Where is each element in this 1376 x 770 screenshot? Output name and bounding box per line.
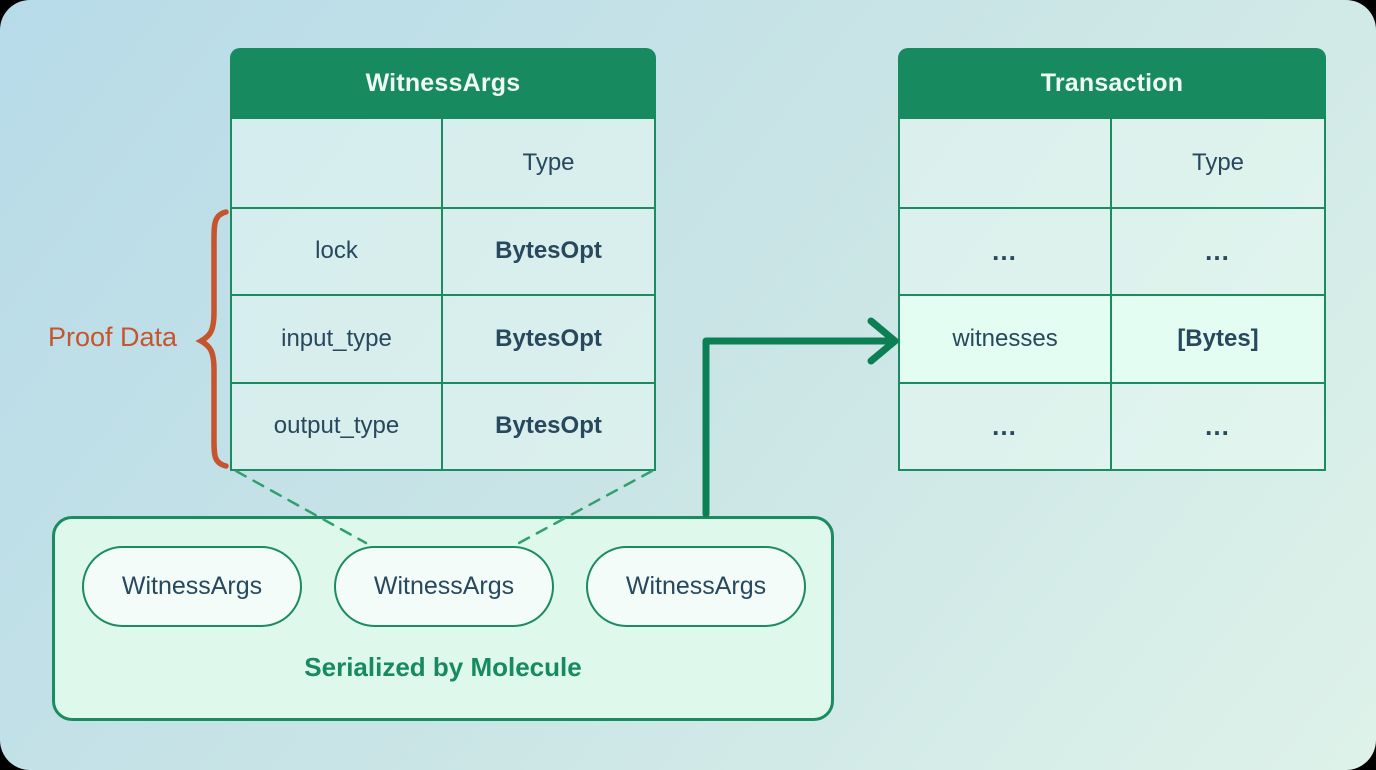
witnessargs-pill: WitnessArgs <box>334 546 554 627</box>
ellipsis-cell: … <box>900 206 1112 294</box>
field-cell-output-type: output_type <box>232 381 443 469</box>
type-column-header: Type <box>1112 119 1324 207</box>
empty-cell <box>232 119 443 207</box>
witnessargs-table: WitnessArgs Type lock BytesOpt input_typ… <box>230 48 656 471</box>
field-cell-input-type: input_type <box>232 294 443 382</box>
transaction-table-body: Type … … witnesses [Bytes] … … <box>898 119 1326 471</box>
arrow-connector <box>702 337 890 518</box>
witnessargs-pill: WitnessArgs <box>586 546 806 627</box>
type-cell-lock: BytesOpt <box>443 206 654 294</box>
witnessargs-pill: WitnessArgs <box>82 546 302 627</box>
witnessargs-table-body: Type lock BytesOpt input_type BytesOpt o… <box>230 119 656 471</box>
field-cell-lock: lock <box>232 206 443 294</box>
proof-data-label: Proof Data <box>47 322 178 352</box>
arrowhead-icon <box>867 317 899 365</box>
field-cell-witnesses: witnesses <box>900 294 1112 382</box>
type-column-header: Type <box>443 119 654 207</box>
serialized-caption: Serialized by Molecule <box>304 652 582 682</box>
type-cell-output-type: BytesOpt <box>443 381 654 469</box>
ellipsis-cell: … <box>900 381 1112 469</box>
transaction-table-title: Transaction <box>898 48 1326 119</box>
ellipsis-cell: … <box>1112 206 1324 294</box>
ellipsis-cell: … <box>1112 381 1324 469</box>
transaction-table: Transaction Type … … witnesses [Bytes] …… <box>898 48 1326 471</box>
witnessargs-table-title: WitnessArgs <box>230 48 656 119</box>
empty-cell <box>900 119 1112 207</box>
type-cell-witnesses: [Bytes] <box>1112 294 1324 382</box>
type-cell-input-type: BytesOpt <box>443 294 654 382</box>
serialized-box: WitnessArgs WitnessArgs WitnessArgs Seri… <box>52 516 834 721</box>
curly-brace-icon <box>195 209 229 469</box>
